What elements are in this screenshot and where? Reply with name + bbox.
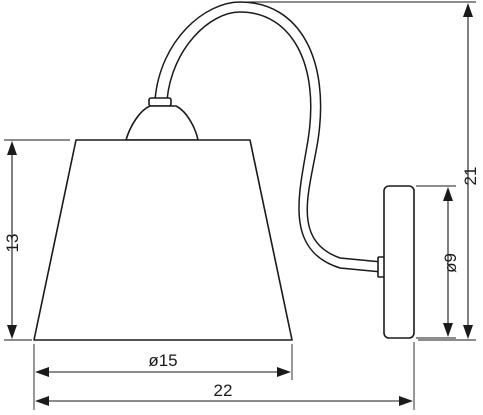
wall-base: [383, 185, 415, 339]
lamp-arm: [154, 1, 383, 273]
wall-lamp: [33, 1, 415, 341]
total-height-label: 21: [461, 167, 480, 186]
lamp-shade: [33, 139, 293, 341]
dimension-base-diameter: ø9: [416, 185, 460, 339]
socket-cap: [125, 105, 199, 141]
total-width-label: 22: [214, 381, 233, 400]
dimension-shade-height: 13: [3, 139, 70, 341]
dimension-total-height: 21: [245, 1, 480, 341]
shade-height-label: 13: [3, 234, 22, 253]
arm-connector: [148, 97, 172, 107]
base-diameter-label: ø9: [441, 253, 460, 273]
shade-diameter-label: ø15: [148, 351, 177, 370]
dimension-shade-diameter: ø15: [33, 344, 293, 410]
dimension-total-width: 22: [35, 342, 415, 410]
